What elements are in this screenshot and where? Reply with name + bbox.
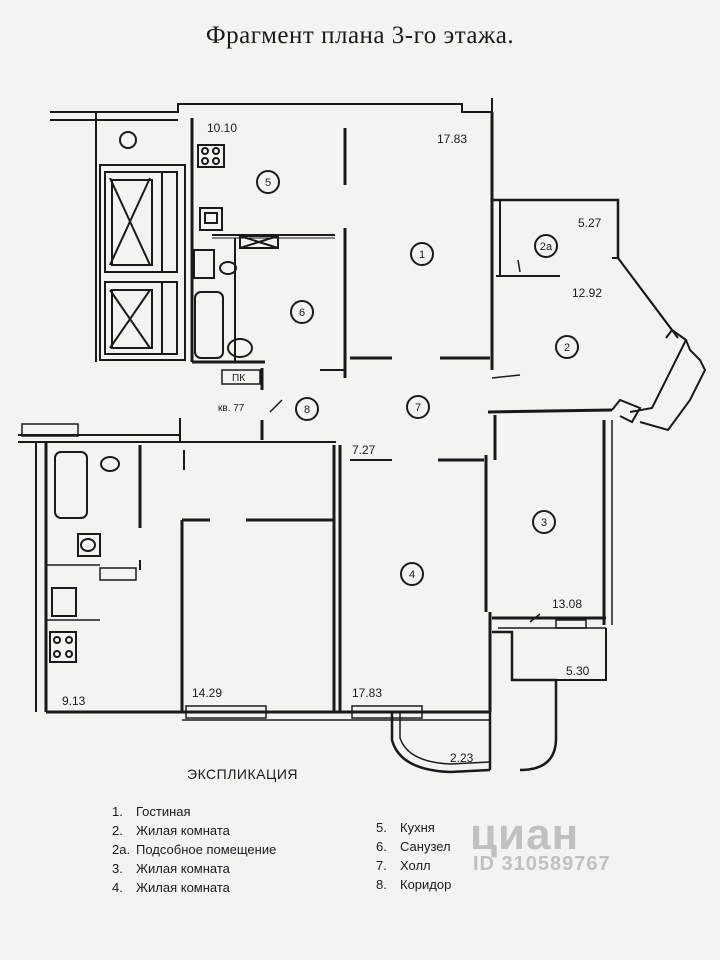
area-room-4: 17.83	[352, 686, 382, 700]
legend-item: 8.Коридор	[376, 877, 452, 892]
room-number-4: 4	[409, 569, 415, 581]
pk-label: ПК	[232, 373, 245, 384]
apartment-label: кв. 77	[218, 403, 245, 414]
room-number-2a: 2а	[540, 241, 553, 253]
legend-item: 1.Гостиная	[112, 804, 191, 819]
column-circle	[119, 131, 137, 149]
left-toilet-icon	[77, 533, 101, 557]
room-number-2: 2	[564, 342, 570, 354]
left-bathtub-icon	[54, 451, 88, 519]
area-room-3: 13.08	[552, 597, 582, 611]
area-left-room: 14.29	[192, 686, 222, 700]
legend-title: ЭКСПЛИКАЦИЯ	[187, 766, 299, 782]
legend-right: 5.Кухня 6.Санузел 7.Холл 8.Коридор	[376, 818, 451, 894]
room-number-3: 3	[541, 517, 547, 529]
legend-item: 4.Жилая комната	[112, 880, 230, 895]
area-loggia: 5.30	[566, 664, 590, 678]
sink-icon	[199, 207, 223, 231]
area-room-1: 17.83	[437, 132, 467, 146]
room-number-8: 8	[304, 404, 310, 416]
legend-item: 7.Холл	[376, 858, 431, 873]
pk-box	[221, 369, 261, 385]
legend-item: 2.Жилая комната	[112, 823, 230, 838]
legend-item: 6.Санузел	[376, 839, 451, 854]
left-sink-icon	[51, 587, 77, 617]
left-stove-icon	[49, 631, 77, 663]
stove-icon	[197, 144, 225, 168]
area-kitchen: 10.10	[207, 121, 237, 135]
legend-item: 5.Кухня	[376, 820, 435, 835]
room-number-6: 6	[299, 307, 305, 319]
room-number-5: 5	[265, 177, 271, 189]
legend-item: 3.Жилая комната	[112, 861, 230, 876]
plan-title: Фрагмент плана 3-го этажа.	[205, 22, 515, 49]
room-number-1: 1	[419, 249, 425, 261]
area-room-2a: 5.27	[578, 216, 602, 230]
legend-left: 1.Гостиная 2.Жилая комната 2а.Подсобное …	[112, 802, 276, 897]
watermark-brand: циан	[470, 810, 580, 859]
bathtub-icon	[194, 291, 224, 359]
room-number-7: 7	[415, 402, 421, 414]
toilet-icon	[193, 249, 215, 279]
legend-item: 2а.Подсобное помещение	[112, 842, 277, 857]
area-room-2: 12.92	[572, 286, 602, 300]
shaft-block	[99, 164, 186, 361]
watermark-id: ID 310589767	[473, 853, 611, 875]
area-left-kitchen: 9.13	[62, 694, 86, 708]
outer-wall-top	[50, 98, 493, 113]
area-corridor: 7.27	[352, 443, 376, 457]
area-balcony: 2.23	[450, 751, 474, 765]
washbasin-icon	[227, 338, 253, 358]
